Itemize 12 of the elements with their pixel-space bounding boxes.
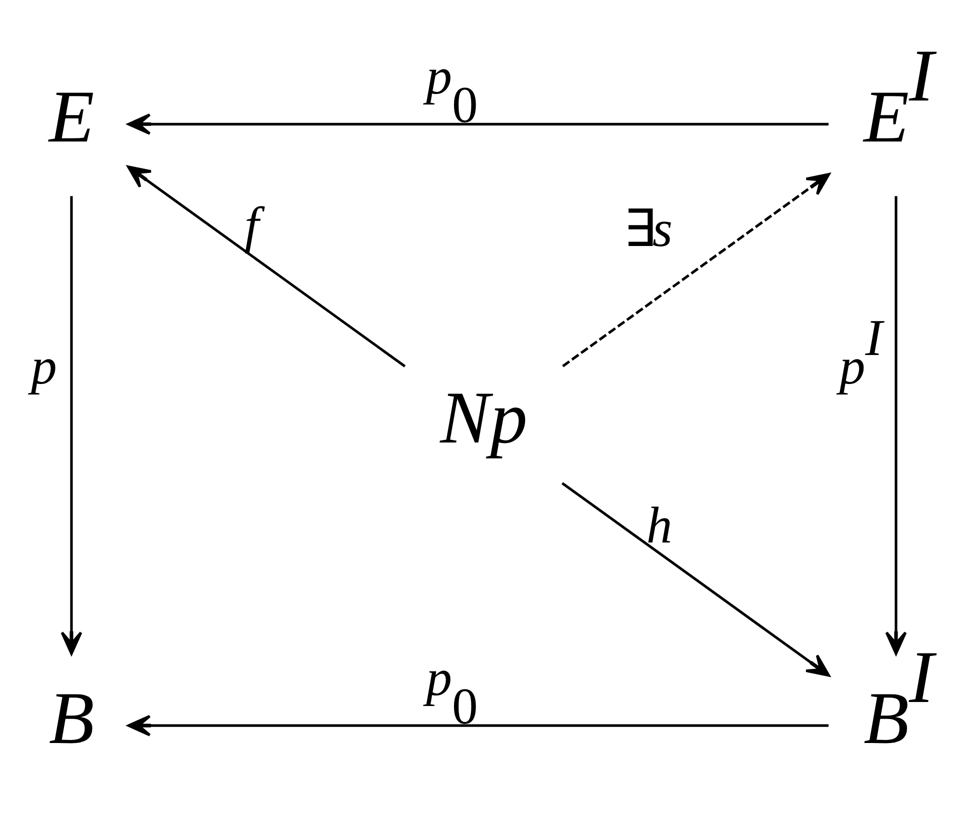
arrow [562, 172, 830, 367]
node-text: B [48, 678, 94, 760]
edge-label: ∃s [623, 200, 673, 258]
edge-label: h [646, 496, 672, 554]
arrow [127, 112, 829, 134]
node-text: Np [440, 376, 528, 459]
node-text: E [48, 76, 94, 158]
arrow [127, 714, 829, 736]
arrow [562, 482, 830, 676]
arrow [885, 196, 907, 654]
arrow [60, 196, 82, 654]
arrow [127, 165, 406, 367]
